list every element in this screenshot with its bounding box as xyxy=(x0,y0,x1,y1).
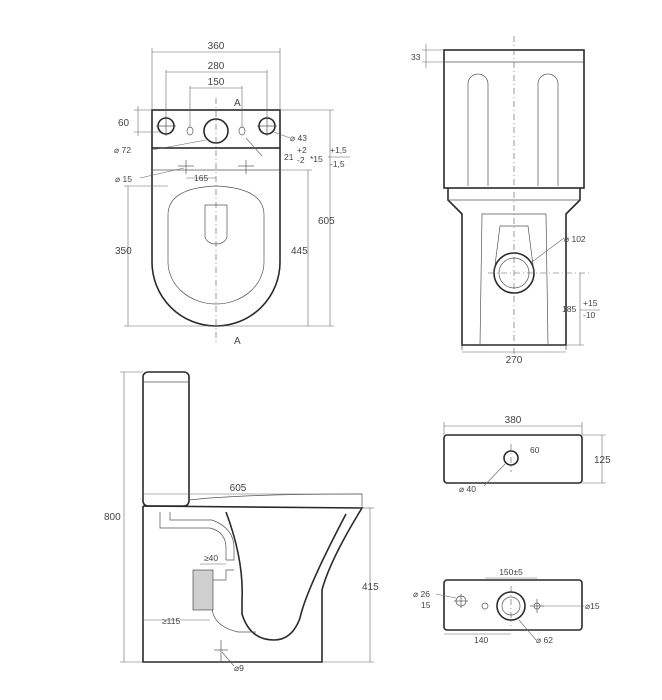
front-view: 33 ⌀ 102 185 +15 -10 270 xyxy=(411,36,600,366)
top-bowl-inner xyxy=(167,185,265,305)
dim-dia62: ⌀ 62 xyxy=(536,635,553,645)
dim-270: 270 xyxy=(506,355,523,366)
section-a-bottom: A xyxy=(234,336,241,347)
dim-dia102: ⌀ 102 xyxy=(564,234,586,244)
tank-top-view: 380 60 125 ⌀ 40 xyxy=(443,415,611,494)
side-body xyxy=(142,505,364,663)
dim-150-5: 150±5 xyxy=(499,567,523,577)
dim-125: 125 xyxy=(594,455,611,466)
tank-top-outline xyxy=(443,434,583,484)
dim-side-605: 605 xyxy=(230,483,247,494)
dim-360: 360 xyxy=(208,41,225,52)
dim-tank-60: 60 xyxy=(530,445,540,455)
dim-33: 33 xyxy=(411,52,421,62)
dim-21: 21 xyxy=(284,152,294,162)
front-recess-left xyxy=(467,73,489,186)
tank-bottom-outline xyxy=(443,579,583,631)
side-bowl-cavity xyxy=(225,511,347,641)
dim-185: 185 xyxy=(562,304,576,314)
dim-445: 445 xyxy=(291,246,308,257)
tank-bottom-view: 150±5 ⌀ 26 15 ⌀15 140 ⌀ 62 xyxy=(413,567,600,645)
dim-ge115: ≥115 xyxy=(162,616,180,626)
front-recess-right xyxy=(537,73,559,186)
dim-dia9: ⌀9 xyxy=(234,663,244,673)
tank-top-hole xyxy=(503,450,519,466)
dim-ge40: ≥40 xyxy=(204,553,218,563)
dim-165: 165 xyxy=(194,173,208,183)
dim-dia26: ⌀ 26 xyxy=(413,589,430,599)
dim-dia15: ⌀ 15 xyxy=(115,174,132,184)
dim-x15: *15 xyxy=(310,154,323,164)
dim-21-plus: +2 xyxy=(297,145,307,155)
dim-dia43: ⌀ 43 xyxy=(290,133,307,143)
dim-605: 605 xyxy=(318,216,335,227)
top-tank-outline xyxy=(151,109,281,149)
top-drain xyxy=(204,204,228,245)
dim-185-minus: -10 xyxy=(583,310,596,320)
dim-tank-dia15: ⌀15 xyxy=(585,601,600,611)
tank-bottom-bolt-left xyxy=(481,602,489,610)
dim-140: 140 xyxy=(474,635,488,645)
dim-380: 380 xyxy=(505,415,522,426)
side-tank xyxy=(142,371,190,507)
section-a-top: A xyxy=(234,98,241,109)
dim-150: 150 xyxy=(208,77,225,88)
dim-350: 350 xyxy=(115,246,132,257)
dim-800: 800 xyxy=(104,512,121,523)
dim-dia40: ⌀ 40 xyxy=(459,484,476,494)
dim-185-plus: +15 xyxy=(583,298,598,308)
top-view: 360 280 150 A A 60 ⌀ 72 ⌀ 43 21 +2 -2 *1… xyxy=(114,41,350,347)
dim-tol-minus: -1,5 xyxy=(330,159,345,169)
dim-tol-plus: +1,5 xyxy=(330,145,347,155)
dim-60: 60 xyxy=(118,118,130,129)
dim-tank-15: 15 xyxy=(421,600,431,610)
side-view: 800 605 ≥40 ≥115 415 ⌀9 xyxy=(104,371,379,673)
dim-dia72: ⌀ 72 xyxy=(114,145,131,155)
dim-280: 280 xyxy=(208,61,225,72)
dim-415: 415 xyxy=(362,582,379,593)
dim-21-minus: -2 xyxy=(297,155,305,165)
side-outlet-hatch xyxy=(192,569,214,611)
